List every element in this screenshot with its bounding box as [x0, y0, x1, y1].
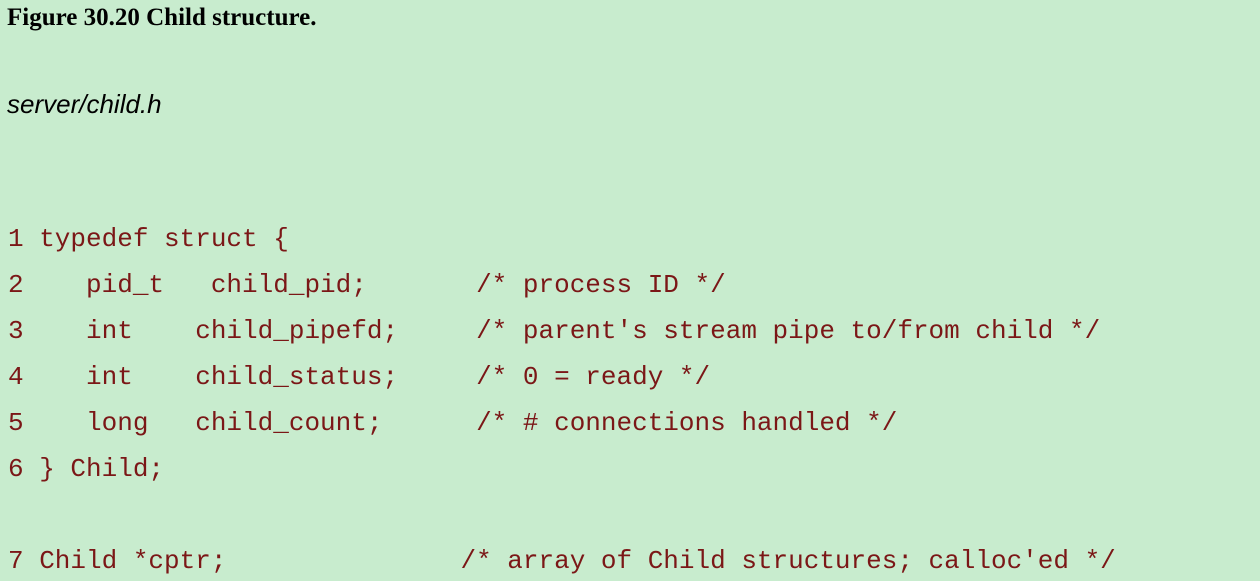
- code-line-5: 5 long child_count; /* # connections han…: [8, 408, 898, 438]
- code-line-1: 1 typedef struct {: [8, 224, 289, 254]
- code-line-3: 3 int child_pipefd; /* parent's stream p…: [8, 316, 1101, 346]
- figure-caption: Figure 30.20 Child structure.: [7, 4, 317, 31]
- code-line-7: 7 Child *cptr; /* array of Child structu…: [8, 546, 1116, 576]
- code-line-6: 6 } Child;: [8, 454, 165, 484]
- code-line-2: 2 pid_t child_pid; /* process ID */: [8, 270, 726, 300]
- code-line-4: 4 int child_status; /* 0 = ready */: [8, 362, 711, 392]
- file-name: server/child.h: [7, 89, 162, 119]
